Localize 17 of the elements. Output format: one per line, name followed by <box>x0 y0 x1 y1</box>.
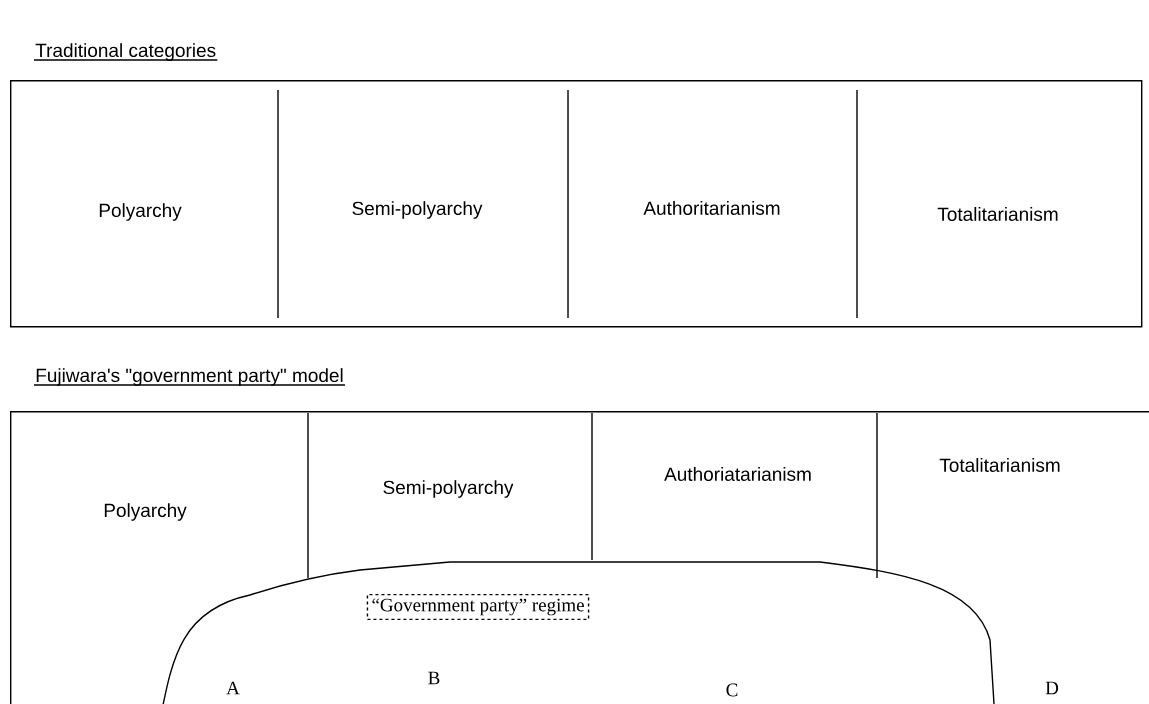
panel-heading: Traditional categories <box>35 43 216 61</box>
panel-frame <box>10 80 1143 328</box>
category-label: Authoriatarianism <box>664 467 811 481</box>
category-label: Totalitarianism <box>939 458 1060 472</box>
category-label: Totalitarianism <box>937 207 1058 221</box>
region-letter: C <box>726 683 738 697</box>
category-label: Authoritarianism <box>643 201 780 215</box>
panel-frame <box>10 411 1149 704</box>
panel-heading: Fujiwara's "government party" model <box>36 368 343 386</box>
category-label: Polyarchy <box>99 203 182 221</box>
region-letter: D <box>1045 681 1059 695</box>
region-letter: A <box>226 681 240 695</box>
category-label: Polyarchy <box>104 503 187 521</box>
region-letter: B <box>428 671 440 685</box>
category-label: Semi-polyarchy <box>383 480 514 498</box>
regime-box: “Government party” regime <box>366 593 590 621</box>
category-label: Semi-polyarchy <box>352 201 483 219</box>
